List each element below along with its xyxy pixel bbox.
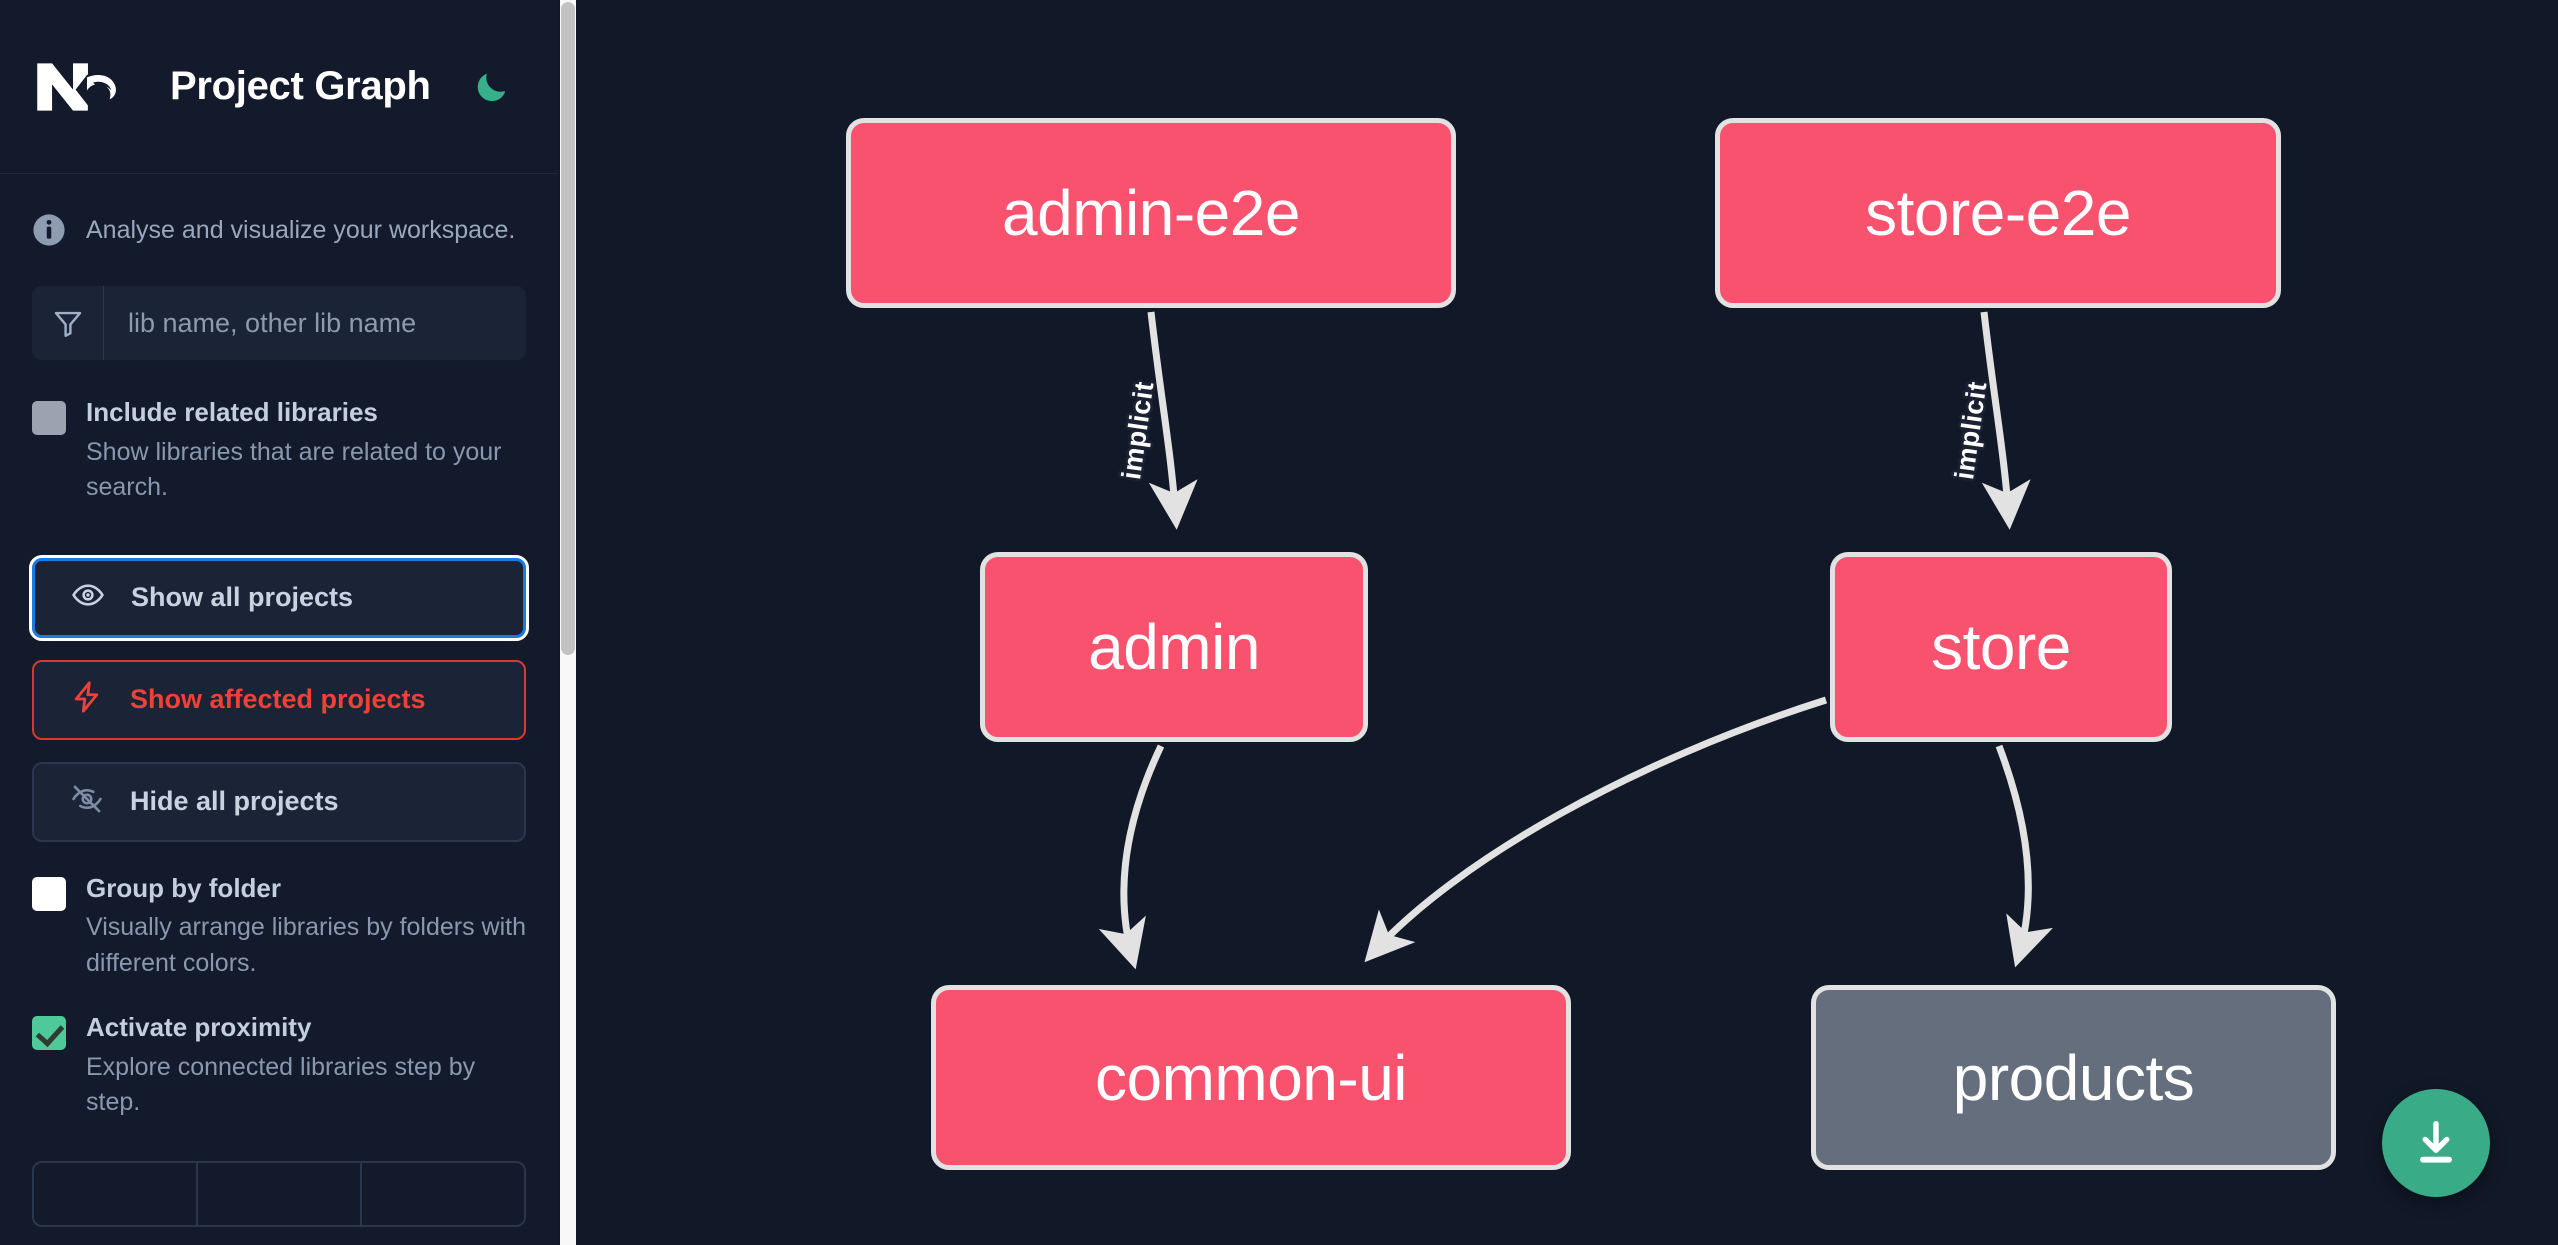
option-title: Group by folder [86,872,281,903]
graph-node-common-ui[interactable]: common-ui [931,985,1571,1170]
node-label: common-ui [1094,1041,1408,1114]
download-icon [2420,1120,2452,1163]
sidebar-header: Project Graph [0,0,558,174]
option-group-by-folder[interactable]: Group by folder Visually arrange librari… [0,872,558,982]
segment-option-1[interactable] [34,1162,198,1225]
sidebar-scrollbar-thumb[interactable] [561,2,575,655]
project-graph-canvas[interactable]: admin-e2e store-e2e admin store common-u… [576,0,2558,1245]
option-description: Show libraries that are related to your … [86,437,502,502]
show-all-projects-button[interactable]: Show all projects [29,554,529,641]
graph-node-store[interactable]: store [1830,552,2172,742]
edge-store-e2e-to-store [1980,311,2031,530]
eye-off-icon [70,782,104,821]
activate-proximity-checkbox[interactable] [32,1016,66,1050]
hide-all-projects-label: Hide all projects [130,786,339,816]
option-description: Explore connected libraries step by step… [86,1052,476,1117]
proximity-step-segmented-control[interactable] [32,1160,526,1227]
moon-icon[interactable] [469,65,513,109]
sidebar: Project Graph Analyse and visualize your… [0,0,558,1245]
search-input[interactable] [104,286,526,360]
eye-icon [71,578,105,617]
search-section [0,286,558,360]
option-description: Visually arrange libraries by folders wi… [86,913,527,977]
info-icon [32,213,66,247]
graph-node-admin[interactable]: admin [980,552,1368,742]
hide-all-projects-button[interactable]: Hide all projects [32,761,526,842]
filter-icon[interactable] [32,286,104,360]
sidebar-scrollbar-track[interactable] [560,0,576,1245]
option-activate-proximity[interactable]: Activate proximity Explore connected lib… [0,1011,558,1121]
show-all-projects-label: Show all projects [131,582,354,612]
option-title: Activate proximity [86,1012,312,1042]
visibility-button-group: Show all projects Show affected projects [0,554,558,842]
bolt-icon [70,680,104,719]
group-by-folder-checkbox[interactable] [32,876,66,911]
page-title: Project Graph [170,64,431,108]
option-title: Include related libraries [86,397,378,427]
include-related-libraries-checkbox[interactable] [32,401,66,435]
edge-store-to-products [1995,744,2054,968]
segment-option-3[interactable] [362,1163,524,1225]
node-label: products [1952,1041,2195,1114]
edge-admin-e2e-to-admin [1147,311,1198,530]
option-include-related-libraries[interactable]: Include related libraries Show libraries… [0,396,558,506]
node-label: store [1931,611,2071,683]
graph-node-store-e2e[interactable]: store-e2e [1715,118,2281,308]
tagline: Analyse and visualize your workspace. [0,174,558,286]
edge-admin-to-common-ui [1098,744,1165,970]
graph-edges [1098,311,2054,970]
node-label: store-e2e [1865,177,2131,249]
segment-option-2[interactable] [198,1162,362,1225]
graph-node-products[interactable]: products [1811,985,2336,1170]
nx-logo-icon [32,56,128,118]
edge-store-to-common-ui [1364,696,1828,963]
tagline-text: Analyse and visualize your workspace. [86,215,516,244]
show-affected-projects-button[interactable]: Show affected projects [32,659,526,740]
node-label: admin [1088,611,1260,683]
search-box[interactable] [32,286,526,360]
graph-node-admin-e2e[interactable]: admin-e2e [846,118,1456,308]
show-affected-projects-label: Show affected projects [130,684,426,714]
node-label: admin-e2e [1002,177,1300,249]
download-graph-button[interactable] [2382,1089,2490,1197]
